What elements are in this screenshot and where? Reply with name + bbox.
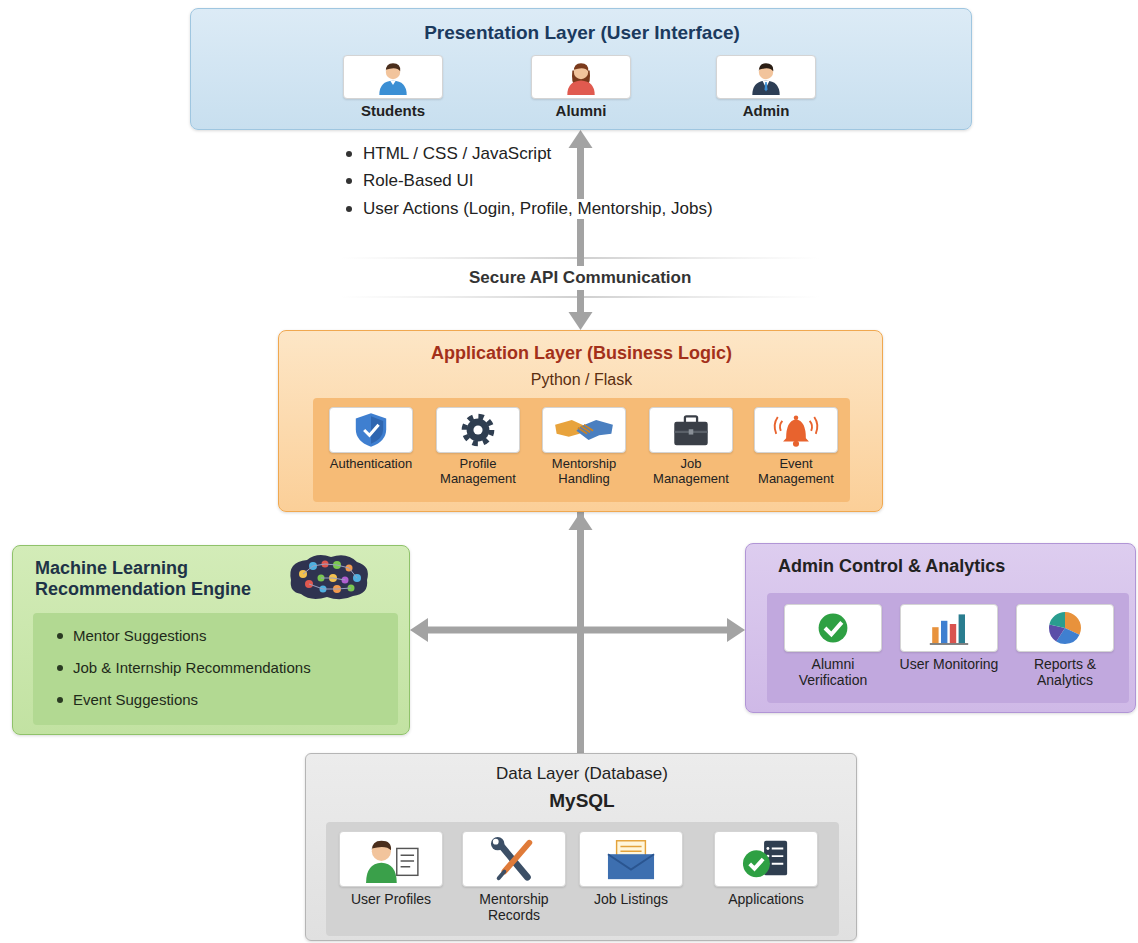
- list-panel: Mentor SuggestionsJob & Internship Recom…: [33, 613, 398, 725]
- icon-box: [1016, 604, 1114, 652]
- icon: [546, 411, 622, 449]
- icon: [788, 608, 878, 648]
- node-text: Job & Internship Recommendations: [73, 659, 388, 676]
- edge-label: Secure API Communication: [463, 266, 697, 290]
- data-card: Mentorship Records: [459, 831, 569, 929]
- node-text: Students: [338, 102, 448, 119]
- icon-box: [649, 407, 733, 453]
- node-text: MySQL: [306, 790, 858, 812]
- bullet-dot: [57, 665, 63, 671]
- node-text: Presentation Layer (User Interface): [191, 22, 973, 44]
- icon-box: [343, 55, 443, 99]
- connector-line: [581, 512, 730, 630]
- icon: [718, 835, 814, 883]
- connector: [569, 130, 593, 330]
- icon-box: [436, 407, 520, 453]
- icon: [347, 59, 439, 95]
- admin-card: Alumni Verification: [780, 604, 886, 694]
- connector: [581, 512, 746, 642]
- icon: [343, 835, 439, 883]
- module-card: Event Management: [746, 407, 846, 492]
- node-text: Admin: [711, 102, 821, 119]
- arrow-head: [410, 618, 428, 642]
- node-text: Data Layer (Database): [306, 764, 858, 784]
- icon-box: [754, 407, 838, 453]
- layer-box: Data Layer (Database) MySQL User Profiles M…: [305, 753, 857, 941]
- node-text: Alumni: [526, 102, 636, 119]
- icon: [758, 411, 834, 449]
- icon: [720, 59, 812, 95]
- arrow-head: [569, 312, 593, 330]
- node-text: Python / Flask: [279, 371, 884, 389]
- node-text: Mentorship Handling: [534, 457, 634, 487]
- icon-box: [579, 831, 683, 887]
- icon: [535, 59, 627, 95]
- node-text: Profile Management: [428, 457, 528, 487]
- bullet-dot: [346, 206, 352, 212]
- icon-box: [339, 831, 443, 887]
- layer-box: Admin Control & AnalyticsAlumni Verifica…: [745, 543, 1136, 713]
- module-card: Mentorship Handling: [534, 407, 634, 492]
- icon: [1020, 608, 1110, 648]
- icon: [904, 608, 994, 648]
- node-text: Reports & Analytics: [1012, 656, 1118, 688]
- icon-box: [329, 407, 413, 453]
- data-card: Applications: [711, 831, 821, 927]
- node-text: Applications: [711, 891, 821, 907]
- icon-box: [784, 604, 882, 652]
- layer-box: Application Layer (Business Logic) Python…: [278, 330, 883, 512]
- arrow-head: [569, 130, 593, 148]
- role-card: Students: [338, 55, 448, 125]
- node-text: Job Listings: [576, 891, 686, 907]
- connector: [410, 512, 581, 642]
- icon: [466, 835, 562, 883]
- icon: [583, 835, 679, 883]
- module-card: Profile Management: [428, 407, 528, 492]
- icon-box: [542, 407, 626, 453]
- node-text: Authentication: [321, 457, 421, 472]
- bullet-dot: [57, 633, 63, 639]
- node-text: Alumni Verification: [780, 656, 886, 688]
- icon: [440, 411, 516, 449]
- connector-line: [426, 512, 581, 630]
- icon: [333, 411, 409, 449]
- node-text: Job Management: [641, 457, 741, 487]
- icon-box: [900, 604, 998, 652]
- module-card: Authentication: [321, 407, 421, 489]
- module-card: Job Management: [641, 407, 741, 492]
- icon-box: [716, 55, 816, 99]
- brain-icon-box: [281, 552, 373, 604]
- bullet-dot: [346, 178, 352, 184]
- node-text: Event Suggestions: [73, 691, 388, 708]
- layer-box: Presentation Layer (User Interface) Stude…: [190, 8, 972, 130]
- bullet-dot: [57, 697, 63, 703]
- arrow-head: [727, 618, 745, 642]
- node-text: Mentor Suggestions: [73, 627, 388, 644]
- admin-card: User Monitoring: [896, 604, 1002, 692]
- bullet-label: User Actions (Login, Profile, Mentorship…: [360, 199, 716, 219]
- node-text: Event Management: [746, 457, 846, 487]
- admin-card: Reports & Analytics: [1012, 604, 1118, 694]
- brain-icon: [281, 552, 373, 604]
- role-card: Admin: [711, 55, 821, 125]
- node-text: Mentorship Records: [459, 891, 569, 923]
- bullet-dot: [346, 151, 352, 157]
- node-text: User Profiles: [336, 891, 446, 907]
- data-card: User Profiles: [336, 831, 446, 927]
- bullet-label: HTML / CSS / JavaScript: [360, 144, 554, 164]
- node-text: Machine Learning Recommendation Engine: [35, 558, 280, 599]
- icon-box: [462, 831, 566, 887]
- node-text: Application Layer (Business Logic): [279, 343, 884, 364]
- icon-box: [714, 831, 818, 887]
- node-text: Admin Control & Analytics: [778, 556, 1118, 577]
- icon-box: [531, 55, 631, 99]
- node-text: User Monitoring: [896, 656, 1002, 672]
- layer-box: Machine Learning Recommendation EngineMe…: [12, 545, 410, 735]
- data-card: Job Listings: [576, 831, 686, 927]
- role-card: Alumni: [526, 55, 636, 125]
- icon: [653, 411, 729, 449]
- bullet-label: Role-Based UI: [360, 171, 477, 191]
